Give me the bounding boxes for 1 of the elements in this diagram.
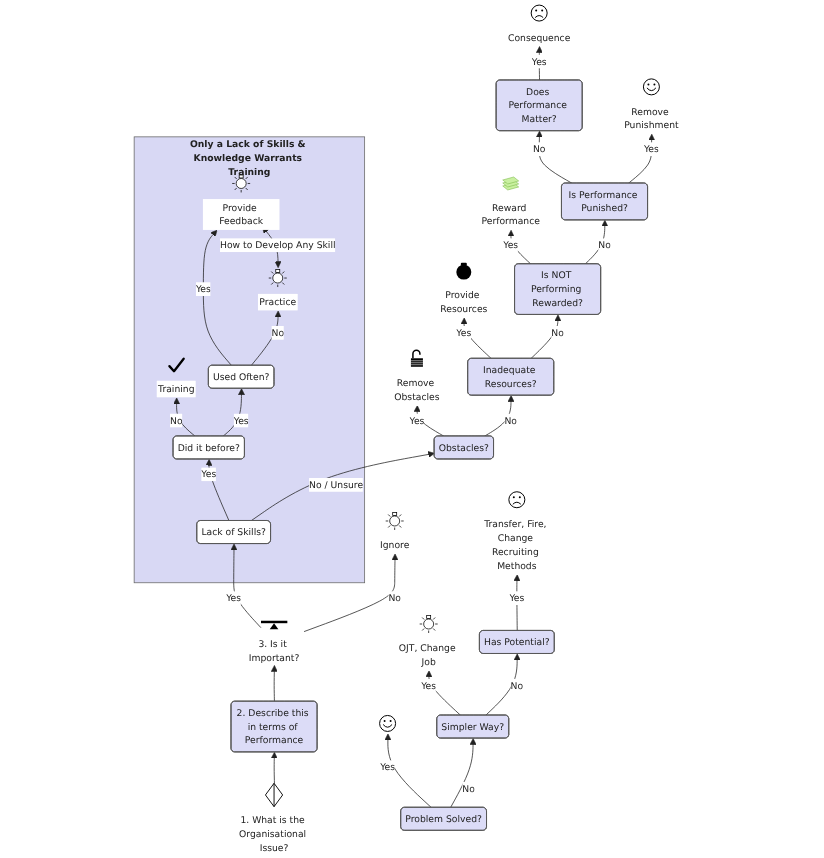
node-picture xyxy=(377,713,398,734)
